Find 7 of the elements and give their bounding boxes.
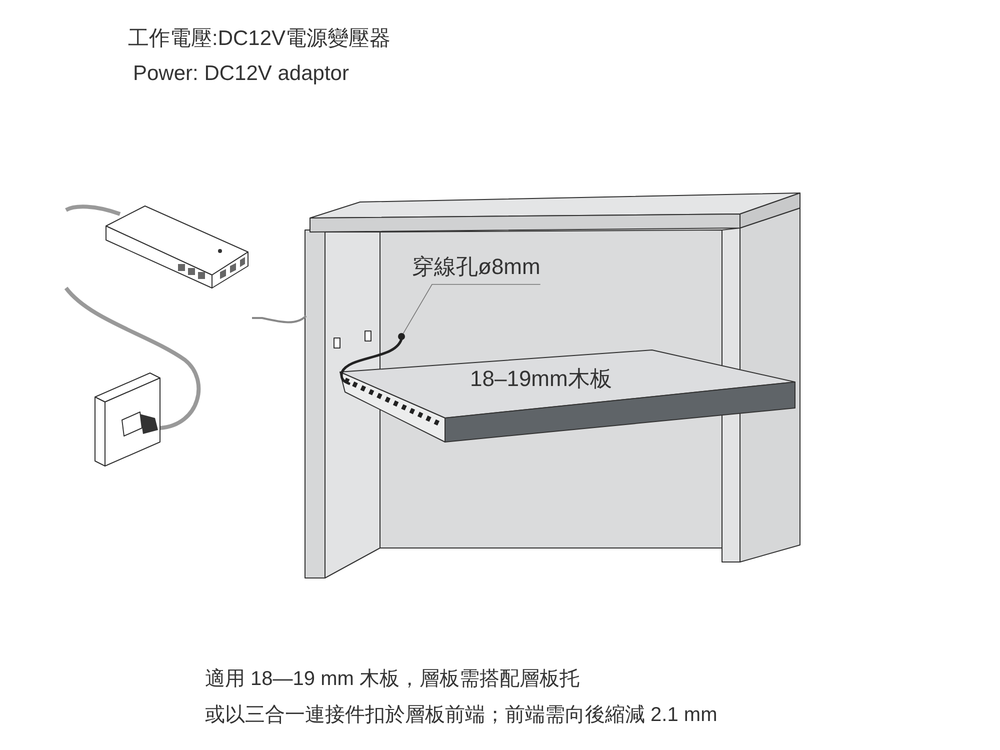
note-text: 適用 18—19 mm 木板，層板需搭配層板托 xyxy=(205,667,580,691)
note-text: 或以三合一連接件扣於層板前端；前端需向後縮減 2.1 mm xyxy=(205,703,718,727)
leader-line xyxy=(402,284,541,334)
heading-text: 工作電壓:DC12V電源變壓器 xyxy=(128,26,391,52)
heading-text: Power: DC12V adaptor xyxy=(133,61,349,86)
callout-text: 穿線孔ø8mm xyxy=(412,254,540,280)
shelf-label: 18–19mm木板 xyxy=(470,366,612,392)
